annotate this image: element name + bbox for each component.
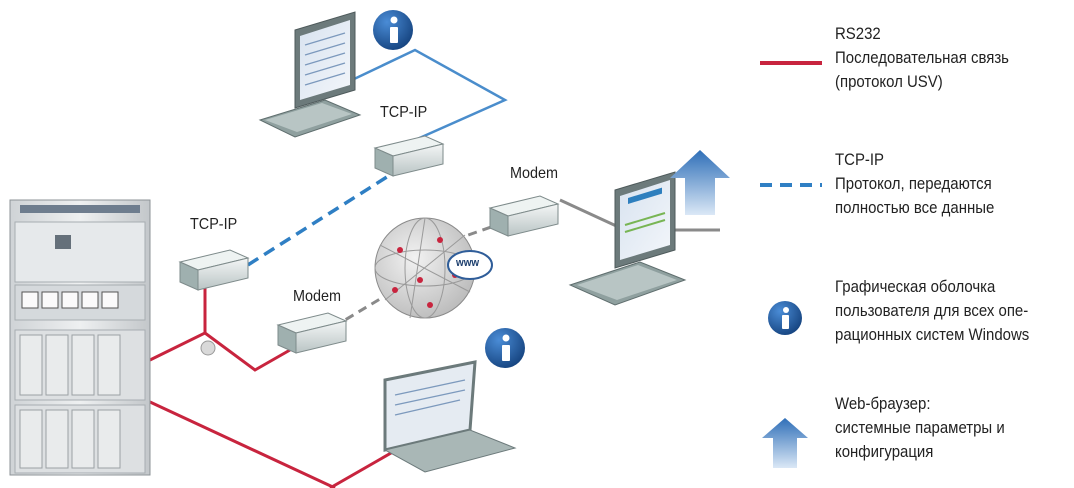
label-tcp-ip-top: TCP-IP — [380, 104, 428, 121]
rs232-links — [134, 285, 406, 488]
arrow-up-icon — [762, 418, 808, 468]
rs232-junction-to-modem — [204, 331, 291, 372]
legend-web: Web-браузер: системные параметры и конфи… — [835, 394, 1005, 461]
label-tcp-ip-left: TCP-IP — [190, 216, 238, 233]
desktop-pc-top — [258, 11, 362, 138]
label-modem-right: Modem — [510, 165, 559, 182]
laptop — [383, 360, 517, 473]
info-icon — [373, 10, 413, 50]
rs232-cabinet-to-tcp-box — [149, 285, 207, 362]
modem-left — [276, 312, 348, 354]
legend-gui: Графическая оболочка пользователя для вс… — [835, 277, 1030, 344]
arrow-up-icon — [670, 150, 730, 215]
label-modem-left: Modem — [293, 288, 342, 305]
tcpip-solid-link — [351, 48, 508, 142]
tcp-ip-adapter-left — [178, 249, 250, 291]
ups-cabinet — [9, 199, 151, 476]
tcpip-dashed-link — [231, 173, 391, 277]
tcp-ip-adapter-top — [373, 135, 445, 177]
info-icon — [485, 328, 525, 368]
legend-tcpip: TCP-IP Протокол, передаются полностью вс… — [835, 150, 995, 217]
label-www: www — [456, 257, 480, 269]
internet-globe — [374, 217, 493, 319]
legend-rs232: RS232 Последовательная связь (протокол U… — [835, 24, 1009, 91]
desktop-pc-right — [568, 171, 687, 306]
rs232-junction — [200, 340, 216, 356]
modem-right — [488, 195, 560, 237]
info-icon — [768, 301, 802, 335]
rs232-cabinet-to-laptop — [134, 393, 336, 488]
